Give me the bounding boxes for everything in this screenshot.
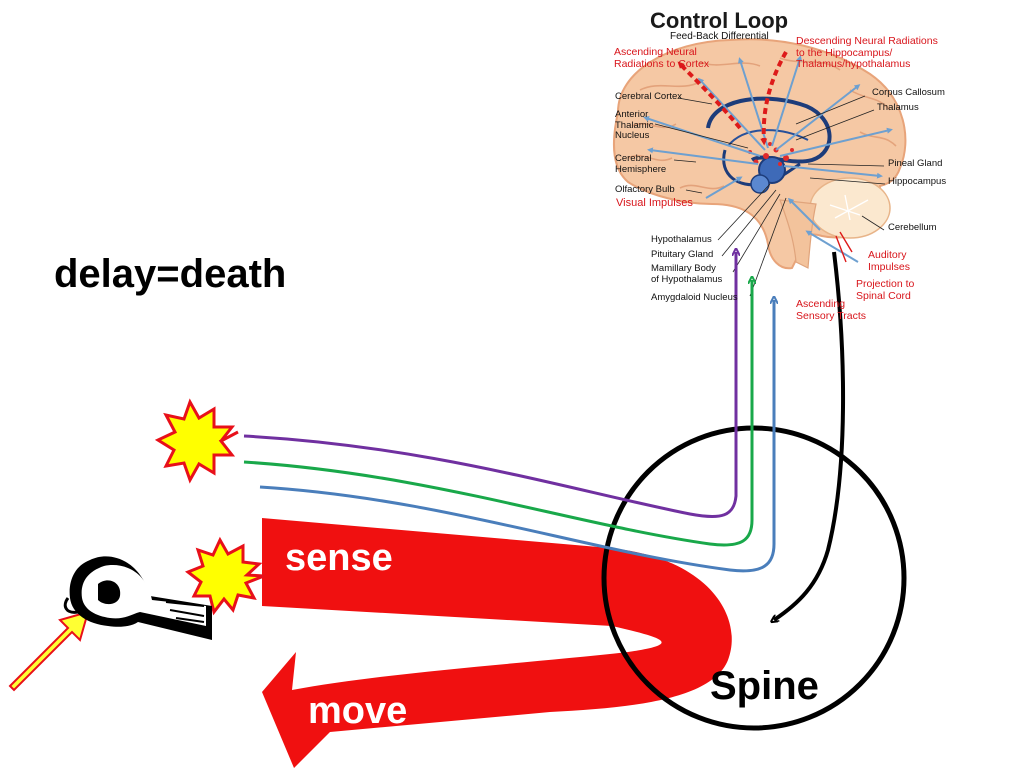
limbic-loop [706,96,832,164]
label-auditory-impulses: Auditory Impulses [868,249,911,273]
label-pineal-gland: Pineal Gland [888,158,943,169]
label-ascending-sensory: Ascending Sensory Tracts [796,298,867,322]
label-cerebellum: Cerebellum [888,222,937,233]
lower-starburst [184,536,265,616]
spine-circle [601,425,907,731]
brain-title: Control Loop [650,8,789,33]
label-thalamus: Thalamus [877,102,919,113]
label-hypothalamus: Hypothalamus [651,234,712,245]
blue-nerve-pathway [259,300,774,573]
ascending-radiation-arrow [677,61,742,130]
label-olfactory-bulb: Olfactory Bulb [615,184,675,195]
label-mamillary-body: Mamillary Body of Hypothalamus [651,263,723,285]
label-cerebral-hemisphere: Cerebral Hemisphere [615,153,667,175]
cerebellum-shape [809,177,891,239]
brain-subtitle: Feed-Back Differential [670,31,769,42]
label-anterior-thalamic: Anterior Thalamic Nucleus [615,109,654,141]
delay-death-caption: delay=death [54,252,287,296]
label-cerebral-cortex: Cerebral Cortex [615,91,683,102]
label-hippocampus: Hippocampus [888,176,947,187]
green-nerve-pathway [243,280,752,547]
hand-icon [63,556,212,640]
sense-label: sense [285,537,393,579]
label-amygdaloid-nucleus: Amygdaloid Nucleus [651,292,738,303]
move-label: move [308,690,408,732]
pin-arrow [8,610,90,692]
label-projection-spinal: Projection to Spinal Cord [856,278,915,302]
neural-radiations [643,55,893,263]
label-pituitary-gland: Pituitary Gland [651,249,714,260]
spine-label: Spine [710,664,819,708]
label-visual-impulses: Visual Impulses [616,197,693,209]
brain-illustration [612,38,907,297]
descending-motor-arrow [774,251,846,620]
label-descending-radiations: Descending Neural Radiations to the Hipp… [796,35,938,70]
label-corpus-callosum: Corpus Callosum [872,87,945,98]
upper-starburst [154,398,239,484]
label-leader-lines [654,95,886,297]
sense-move-loop-arrow [262,518,732,768]
brain-folds [627,57,897,190]
purple-nerve-pathway [243,252,736,518]
descending-radiation-arrow [760,51,788,146]
label-ascending-cortex: Ascending Neural Radiations to Cortex [614,46,710,70]
